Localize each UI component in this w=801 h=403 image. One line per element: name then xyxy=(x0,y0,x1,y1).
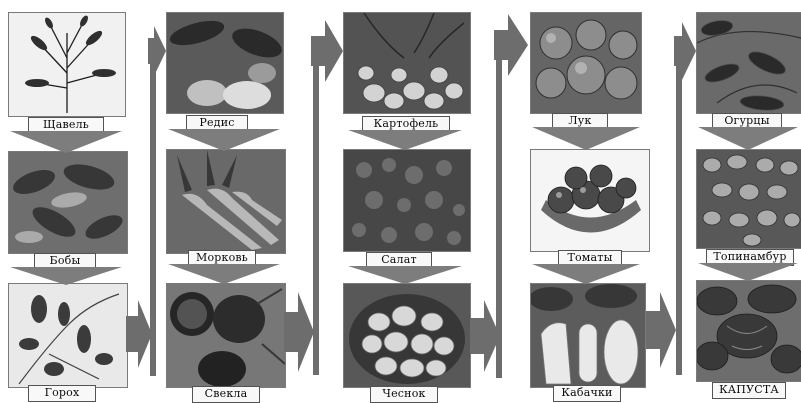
right-arrow xyxy=(284,292,314,372)
vegetable-label: Кабачки xyxy=(553,385,621,402)
vegetable-label: Чеснок xyxy=(370,386,438,403)
down-arrow xyxy=(348,266,462,284)
down-arrow xyxy=(532,127,640,150)
potato-photo xyxy=(343,12,471,114)
vegetable-label: Горох xyxy=(28,385,96,402)
right-arrow xyxy=(646,292,676,368)
vegetable-label: КАПУСТА xyxy=(712,382,786,399)
right-arrow xyxy=(494,14,528,76)
zucchini-photo xyxy=(530,283,646,388)
down-arrow xyxy=(532,264,640,284)
up-connector xyxy=(148,40,158,376)
right-arrow xyxy=(148,26,166,76)
onion-photo xyxy=(530,12,642,114)
lettuce-photo xyxy=(343,149,471,252)
vegetable-label: Свекла xyxy=(192,386,260,403)
beet-photo xyxy=(166,283,286,388)
garlic-photo xyxy=(343,283,471,388)
up-connector xyxy=(674,45,684,375)
radish-photo xyxy=(166,12,284,114)
cucumber-photo xyxy=(696,12,801,114)
cabbage-photo xyxy=(696,280,801,382)
down-arrow xyxy=(698,127,798,150)
carrot-photo xyxy=(166,149,286,254)
down-arrow xyxy=(10,131,122,153)
up-connector xyxy=(494,40,504,378)
down-arrow xyxy=(10,267,122,285)
peas-photo xyxy=(8,283,128,388)
jerusalem-artichoke-photo xyxy=(696,149,801,249)
down-arrow xyxy=(348,130,462,150)
right-arrow xyxy=(311,20,343,82)
down-arrow xyxy=(168,264,280,284)
sorrel-photo xyxy=(8,12,126,117)
right-arrow xyxy=(674,22,696,80)
up-connector xyxy=(311,45,321,375)
beans-photo xyxy=(8,151,128,254)
tomato-photo xyxy=(530,149,650,252)
down-arrow xyxy=(168,129,280,151)
down-arrow xyxy=(698,263,798,281)
